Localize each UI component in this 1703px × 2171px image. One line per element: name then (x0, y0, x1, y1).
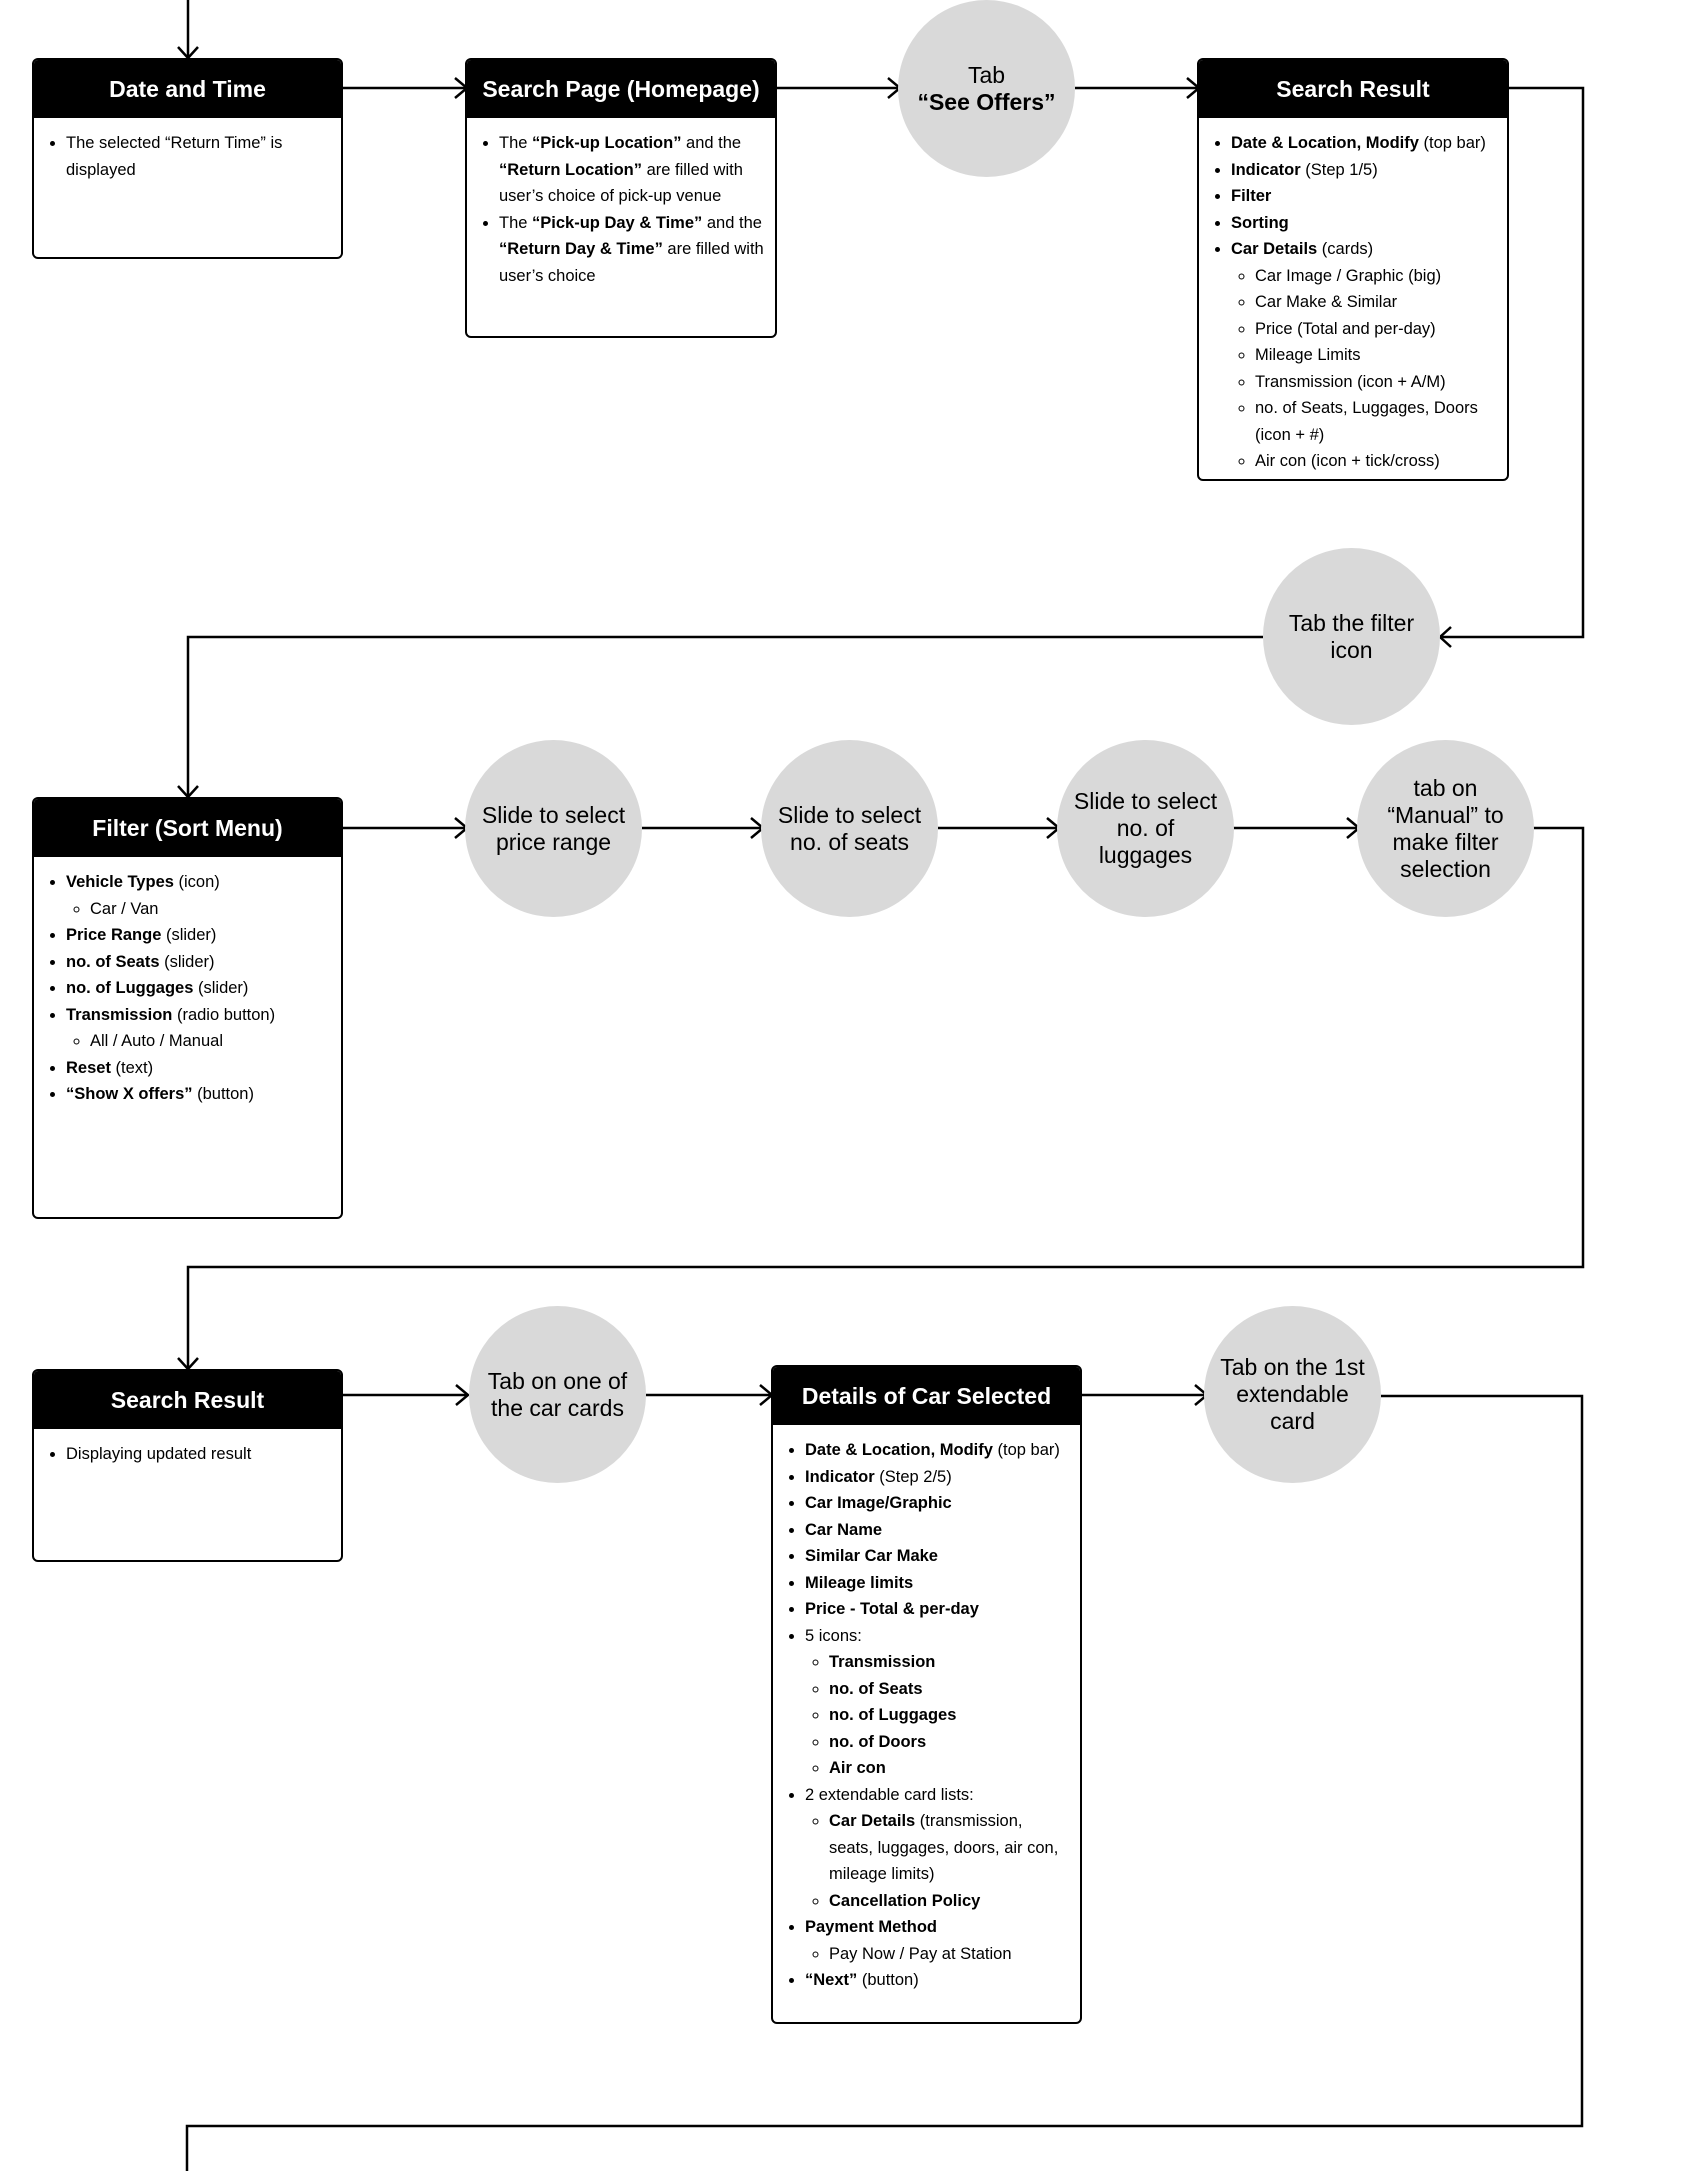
list-item: Sorting (1231, 210, 1497, 237)
filter-list: Vehicle Types (icon) Car / Van Price Ran… (44, 869, 331, 1108)
search-result-updated-box: Search Result Displaying updated result (32, 1369, 343, 1562)
sub-list: Car / Van (66, 896, 331, 923)
date-time-title: Date and Time (34, 60, 341, 118)
step-text: Slide to select no. of seats (777, 801, 922, 855)
sub-list: All / Auto / Manual (66, 1028, 331, 1055)
sub-list-item: Transmission (829, 1649, 1070, 1676)
sub-list: Pay Now / Pay at Station (805, 1941, 1070, 1968)
step-slide-luggages: Slide to select no. of luggages (1057, 740, 1234, 917)
arrowhead (177, 1357, 199, 1371)
step-text: tab on “Manual” to make filter selection (1387, 774, 1504, 882)
list-item: 5 icons: Transmission no. of Seats no. o… (805, 1623, 1070, 1782)
list-item: no. of Seats (slider) (66, 949, 331, 976)
step-text-bold: “See Offers” (917, 88, 1056, 115)
sub-list-item: Air con (icon + tick/cross) (1255, 448, 1497, 475)
sub-list-item: Car Make & Similar (1255, 289, 1497, 316)
list-item: Price Range (slider) (66, 922, 331, 949)
list-item: “Show X offers” (button) (66, 1081, 331, 1108)
sub-list-item: no. of Luggages (829, 1702, 1070, 1729)
list-item: Car Image/Graphic (805, 1490, 1070, 1517)
search-page-list: The “Pick-up Location” and the “Return L… (477, 130, 765, 289)
list-item: The selected “Return Time” is displayed (66, 130, 331, 183)
list-item: Mileage limits (805, 1570, 1070, 1597)
details-title: Details of Car Selected (773, 1367, 1080, 1425)
step-tab-see-offers: Tab “See Offers” (898, 0, 1075, 177)
sub-list-item: Car Details (transmission, seats, luggag… (829, 1808, 1070, 1888)
search-page-box: Search Page (Homepage) The “Pick-up Loca… (465, 58, 777, 338)
sub-list: Transmission no. of Seats no. of Luggage… (805, 1649, 1070, 1782)
sub-list-item: Air con (829, 1755, 1070, 1782)
sub-list-item: Transmission (icon + A/M) (1255, 369, 1497, 396)
step-tab-filter-icon: Tab the filter icon (1263, 548, 1440, 725)
list-item: Transmission (radio button) All / Auto /… (66, 1002, 331, 1055)
step-slide-seats: Slide to select no. of seats (761, 740, 938, 917)
search-page-title: Search Page (Homepage) (467, 60, 775, 118)
sub-list-item: All / Auto / Manual (90, 1028, 331, 1055)
step-text: Tab on one of the car cards (487, 1367, 628, 1421)
list-item: 2 extendable card lists: Car Details (tr… (805, 1782, 1070, 1915)
list-item: “Next” (button) (805, 1967, 1070, 1994)
list-item: Filter (1231, 183, 1497, 210)
list-item: Vehicle Types (icon) Car / Van (66, 869, 331, 922)
step-slide-price-range: Slide to select price range (465, 740, 642, 917)
sub-list-item: Cancellation Policy (829, 1888, 1070, 1915)
list-item: Payment Method Pay Now / Pay at Station (805, 1914, 1070, 1967)
list-item: Date & Location, Modify (top bar) (805, 1437, 1070, 1464)
step-text: Tab on the 1st extendable card (1220, 1354, 1365, 1434)
sub-list-item: no. of Seats (829, 1676, 1070, 1703)
list-item: The “Pick-up Day & Time” and the “Return… (499, 210, 765, 290)
step-text: Slide to select price range (481, 801, 626, 855)
arrowhead (177, 785, 199, 799)
sub-list: Car Image / Graphic (big) Car Make & Sim… (1231, 263, 1497, 475)
sub-list-item: Pay Now / Pay at Station (829, 1941, 1070, 1968)
arrowhead (1438, 626, 1452, 648)
sub-list-item: no. of Doors (829, 1729, 1070, 1756)
sub-list-item: Car Image / Graphic (big) (1255, 263, 1497, 290)
step-tab-extendable-card: Tab on the 1st extendable card (1204, 1306, 1381, 1483)
step-text: Tab the filter icon (1288, 609, 1415, 663)
list-item: Displaying updated result (66, 1441, 331, 1468)
step-tab-manual: tab on “Manual” to make filter selection (1357, 740, 1534, 917)
search-result-updated-list: Displaying updated result (44, 1441, 331, 1468)
filter-box: Filter (Sort Menu) Vehicle Types (icon) … (32, 797, 343, 1219)
date-time-box: Date and Time The selected “Return Time”… (32, 58, 343, 259)
step-tab-car-card: Tab on one of the car cards (469, 1306, 646, 1483)
list-item: Reset (text) (66, 1055, 331, 1082)
arrowhead (455, 1384, 470, 1406)
list-item: Similar Car Make (805, 1543, 1070, 1570)
sub-list-item: Mileage Limits (1255, 342, 1497, 369)
list-item: The “Pick-up Location” and the “Return L… (499, 130, 765, 210)
search-result-box: Search Result Date & Location, Modify (t… (1197, 58, 1509, 481)
list-item: Indicator (Step 1/5) (1231, 157, 1497, 184)
list-item: Car Details (cards) Car Image / Graphic … (1231, 236, 1497, 475)
search-result-list: Date & Location, Modify (top bar) Indica… (1209, 130, 1497, 475)
sub-list: Car Details (transmission, seats, luggag… (805, 1808, 1070, 1914)
list-item: Price - Total & per-day (805, 1596, 1070, 1623)
list-item: Indicator (Step 2/5) (805, 1464, 1070, 1491)
search-result-updated-title: Search Result (34, 1371, 341, 1429)
step-text: Slide to select no. of luggages (1073, 788, 1218, 868)
filter-title: Filter (Sort Menu) (34, 799, 341, 857)
search-result-title: Search Result (1199, 60, 1507, 118)
details-box: Details of Car Selected Date & Location,… (771, 1365, 1082, 2024)
sub-list-item: no. of Seats, Luggages, Doors (icon + #) (1255, 395, 1497, 448)
date-time-list: The selected “Return Time” is displayed (44, 130, 331, 183)
list-item: Car Name (805, 1517, 1070, 1544)
arrowhead (177, 46, 199, 60)
details-list: Date & Location, Modify (top bar) Indica… (783, 1437, 1070, 1994)
step-text: Tab (967, 61, 1006, 88)
list-item: no. of Luggages (slider) (66, 975, 331, 1002)
sub-list-item: Car / Van (90, 896, 331, 923)
sub-list-item: Price (Total and per-day) (1255, 316, 1497, 343)
list-item: Date & Location, Modify (top bar) (1231, 130, 1497, 157)
